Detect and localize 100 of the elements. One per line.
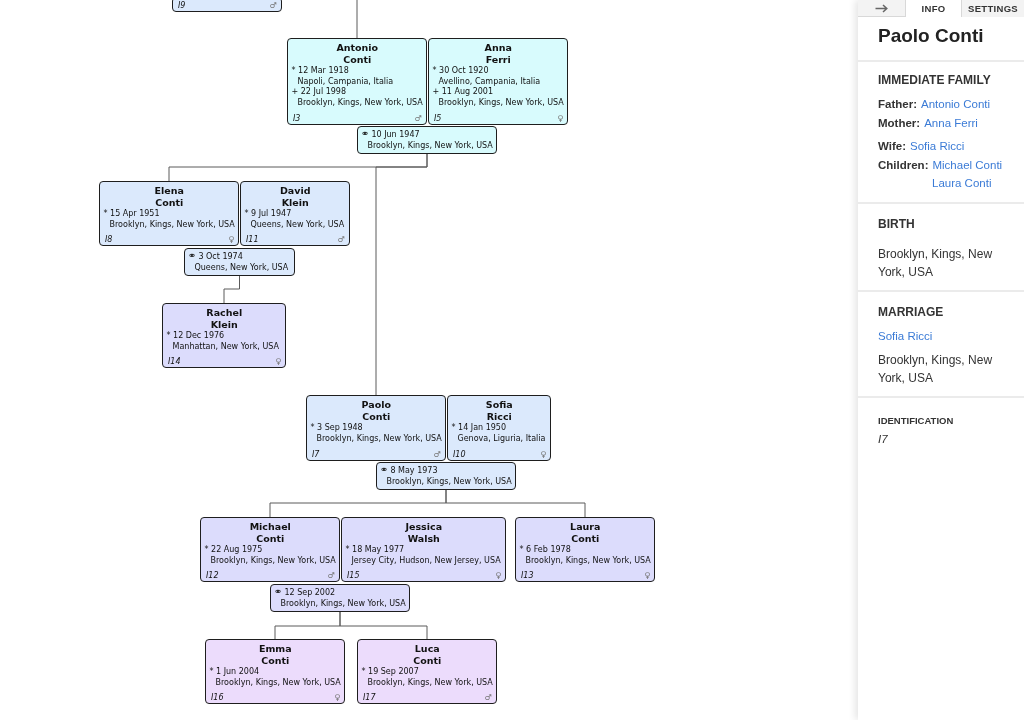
marriage-date: ⚭ 3 Oct 1974 [187,252,243,263]
section-heading: IMMEDIATE FAMILY [878,73,991,87]
person-name: Elena Conti [154,185,184,209]
place-text: Brooklyn, Kings, New York, USA [297,97,423,108]
person-name: Jessica Walsh [405,521,443,545]
field-label: Mother: [878,116,921,129]
place-text: Brooklyn, Kings, New York, USA [367,140,493,151]
place-text: Genova, Liguria, Italia [457,433,546,444]
person-name: Laura Conti [570,521,601,545]
person-id: I13 [521,571,534,581]
person-id: I9 [178,1,186,11]
gender-icon: ♂ [433,450,441,460]
gender-icon: ♀ [275,357,281,367]
person-name: Antonio Conti [336,42,379,66]
gender-icon: ♂ [414,114,422,124]
place-text: Avellino, Campania, Italia [438,76,541,87]
section-heading: MARRIAGE [878,304,944,319]
person-id: I7 [312,450,320,460]
person-card [99,181,239,246]
connector-line [375,153,428,396]
gender-icon: ♀ [334,693,340,703]
person-card [306,395,446,461]
connector-line [339,611,428,640]
place-text: Jersey City, Hudson, New Jersey, USA [351,555,501,566]
person-link: Sofia Ricci [878,329,933,342]
person-card [205,639,345,704]
connector-line [445,489,586,518]
gender-icon: ♂ [327,571,335,581]
event-date: * 12 Dec 1976 [166,331,225,342]
person-card [172,0,282,12]
person-card [447,395,551,461]
person-id: I12 [206,571,219,581]
person-name: Michael Conti [249,521,291,545]
field-label: Wife: [878,140,906,152]
field-label: Children: [878,158,929,171]
person-id: I17 [363,693,376,703]
gender-icon: ♀ [644,571,650,581]
gender-icon: ♀ [228,235,234,245]
marriage-date: ⚭ 10 Jun 1947 [360,130,420,141]
event-date: * 12 Mar 1918 [291,66,349,77]
marriage-date: ⚭ 12 Sep 2002 [273,588,336,599]
person-name: David Klein [279,185,311,209]
place-text: Brooklyn, Kings, New York, USA [210,555,336,566]
marriage-card [376,462,516,490]
gender-icon: ♂ [269,1,277,11]
place-text: Brooklyn, Kings, New York, USA [386,476,512,487]
person-name: Emma Conti [258,643,292,667]
person-link: Antonio Conti [921,98,991,110]
person-id: I16 [211,693,224,703]
place-text: Napoli, Campania, Italia [297,76,394,87]
person-id: I3 [293,114,301,124]
panel-title: Paolo Conti [878,25,984,46]
place-text: Brooklyn, Kings, New York, USA [109,219,235,230]
marriage-card [270,584,410,612]
person-id: I11 [246,235,259,245]
marriage-date: ⚭ 8 May 1973 [379,466,438,477]
person-name: Luca Conti [413,643,442,667]
event-date: * 15 Apr 1951 [103,209,160,220]
active-tab: INFO [905,0,962,17]
person-name: Rachel Klein [206,307,243,331]
person-card [240,181,350,246]
section-heading: BIRTH [878,216,915,231]
person-link: Michael Conti [932,158,1003,171]
person-id: I10 [453,450,466,460]
marriage-card [357,126,497,154]
person-link: Sofia Ricci [910,140,965,152]
event-date: * 14 Jan 1950 [451,423,506,434]
gender-icon: ♀ [540,450,546,460]
person-card [162,303,286,368]
place-text: Brooklyn, Kings, New York, USA [878,246,993,279]
gender-icon: ♀ [495,571,501,581]
place-text: Brooklyn, Kings, New York, USA [525,555,651,566]
gender-icon: ♂ [484,693,492,703]
event-date: * 1 Jun 2004 [209,667,260,678]
person-id: I15 [347,571,360,581]
place-text: Manhattan, New York, USA [172,341,279,352]
gender-icon: ♂ [337,235,345,245]
person-name: Anna Ferri [484,42,512,66]
person-id: I14 [168,357,181,367]
event-date: * 19 Sep 2007 [361,667,419,678]
field-label: Father: [878,98,917,110]
person-id: I5 [434,114,442,124]
person-id: I8 [105,235,113,245]
place-text: Brooklyn, Kings, New York, USA [438,97,564,108]
place-text: Queens, New York, USA [194,262,289,273]
event-date: * 6 Feb 1978 [519,545,571,556]
event-date: * 22 Aug 1975 [204,545,263,556]
place-text: Queens, New York, USA [250,219,345,230]
place-text: Brooklyn, Kings, New York, USA [280,598,406,609]
connector-line [223,275,240,304]
person-card [428,38,568,125]
place-text: Brooklyn, Kings, New York, USA [215,677,341,688]
person-card [341,517,506,582]
event-date: * 9 Jul 1947 [244,209,292,220]
person-name: Sofia Ricci [485,399,513,423]
section-heading: IDENTIFICATION [878,415,954,426]
gender-icon: ♀ [557,114,563,124]
person-link: Anna Ferri [924,116,978,129]
person-link: Laura Conti [932,177,992,189]
person-card [200,517,340,582]
